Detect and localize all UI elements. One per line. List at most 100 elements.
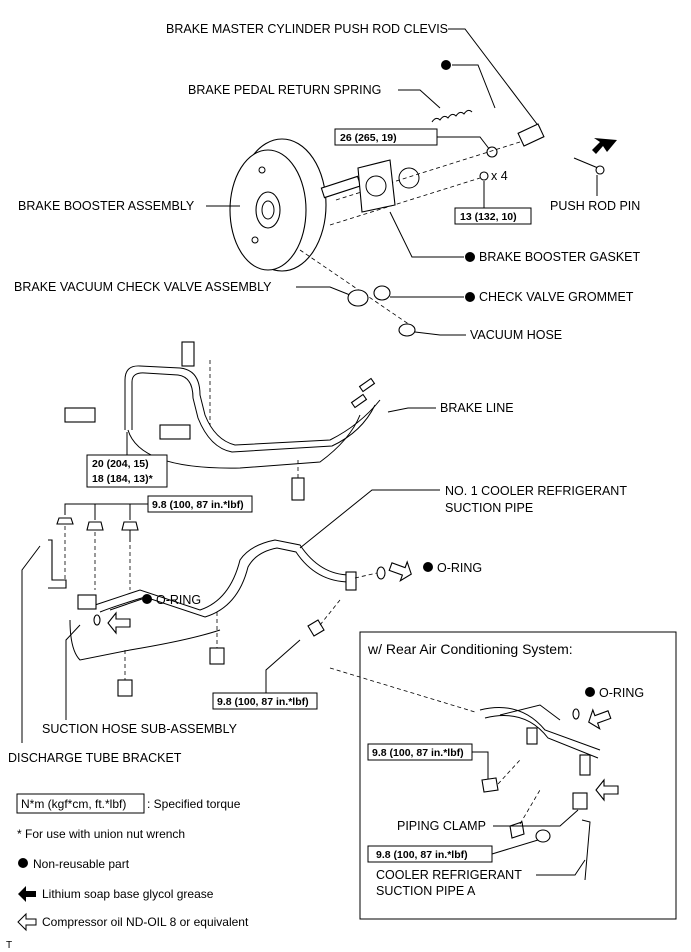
- inset-bracket-part: [526, 727, 538, 745]
- leader-98-inset-1: [472, 751, 489, 780]
- grommet-part: [373, 285, 391, 301]
- oil-arrow-icon: [595, 778, 619, 802]
- booster-center-boss: [255, 191, 281, 229]
- leader-o-ring-left: [109, 598, 143, 611]
- inset-title: w/ Rear Air Conditioning System:: [367, 641, 573, 657]
- bolt-part: [481, 777, 499, 793]
- torque-13: 13 (132, 10): [460, 211, 517, 223]
- oring-part: [376, 566, 386, 580]
- legend-grease-icon: [18, 886, 36, 902]
- legend-compressor-oil: Compressor oil ND-OIL 8 or equivalent: [42, 915, 249, 929]
- leader-discharge-bracket: [21, 545, 41, 743]
- oil-arrow-icon: [107, 611, 131, 635]
- label-vacuum-hose: VACUUM HOSE: [470, 328, 562, 342]
- leader-clevis: [448, 28, 541, 129]
- nut-part: [486, 146, 498, 158]
- leader-cooler-pipe-a: [536, 859, 586, 876]
- non-reusable-dot: [465, 292, 475, 302]
- booster-gasket-part: [357, 159, 396, 213]
- grease-arrow-icon: [592, 138, 617, 154]
- legend-torque-box: [16, 793, 145, 814]
- label-o-ring-left: O-RING: [156, 593, 201, 607]
- non-reusable-dot: [465, 252, 475, 262]
- suction-hose-part: [69, 619, 221, 661]
- booster-pushrod-part: [320, 175, 362, 199]
- torque-98-top: 9.8 (100, 87 in.*lbf): [152, 499, 244, 511]
- legend-non-reusable: Non-reusable part: [33, 857, 130, 871]
- fitting-part: [77, 594, 97, 610]
- booster-center-hole: [261, 200, 275, 220]
- oring-part: [93, 614, 101, 626]
- booster-stud-2: [251, 236, 259, 244]
- leader-piping-clamp: [493, 809, 579, 827]
- torque-box-13: [454, 207, 532, 225]
- gasket-hole: [365, 175, 387, 197]
- brake-line-2: [131, 372, 376, 453]
- label-brake-line: BRAKE LINE: [440, 401, 514, 415]
- label-cooler-suction-pipe-2: SUCTION PIPE: [445, 501, 533, 515]
- bolt-part: [121, 521, 139, 531]
- non-reusable-dot: [585, 687, 595, 697]
- non-reusable-dot: [441, 60, 451, 70]
- torque-box-20: [86, 454, 168, 488]
- torque-98-mid: 9.8 (100, 87 in.*lbf): [217, 696, 309, 708]
- bolt-dash: [497, 759, 521, 785]
- leader-torque-26: [437, 136, 491, 151]
- vacuum-hose-part: [398, 323, 416, 337]
- inset-fitting-part: [579, 754, 591, 776]
- leader-spring: [398, 89, 441, 109]
- torque-18: 18 (184, 13)*: [92, 473, 154, 485]
- inset-pipe-2: [484, 715, 599, 759]
- bolt-part: [86, 521, 104, 531]
- label-booster-assembly: BRAKE BOOSTER ASSEMBLY: [18, 199, 195, 213]
- oring-dash: [354, 572, 378, 579]
- legend-non-reusable-icon: [18, 858, 28, 868]
- leader-brake-line: [387, 407, 436, 413]
- torque-20: 20 (204, 15): [92, 458, 149, 470]
- label-cooler-suction-pipe-1: NO. 1 COOLER REFRIGERANT: [445, 484, 627, 498]
- label-push-rod-pin: PUSH ROD PIN: [550, 199, 640, 213]
- spacer-ring: [398, 167, 420, 189]
- leader-dot-top: [452, 64, 496, 109]
- label-cooler-pipe-a-1: COOLER REFRIGERANT: [376, 868, 522, 882]
- suction-pipe-1: [94, 539, 351, 611]
- brake-line-1: [124, 365, 381, 446]
- check-valve-part: [347, 289, 369, 307]
- brake-line-fitting-2: [350, 393, 368, 409]
- discharge-bracket-part: [48, 539, 67, 589]
- legend-grease: Lithium soap base glycol grease: [42, 887, 214, 901]
- leader-98-inset-2: [491, 839, 539, 855]
- label-o-ring-right: O-RING: [437, 561, 482, 575]
- piping-clamp-part: [572, 792, 588, 810]
- clamp-part: [209, 647, 225, 665]
- bolt-part: [56, 517, 74, 525]
- nut-x4-part: [479, 171, 489, 181]
- torque-98-inset-2: 9.8 (100, 87 in.*lbf): [376, 849, 468, 861]
- torque-box-98-mid: [212, 692, 318, 710]
- oil-arrow-icon: [588, 708, 612, 731]
- label-check-valve-grommet: CHECK VALVE GROMMET: [479, 290, 634, 304]
- clamp-part: [159, 424, 191, 440]
- label-pedal-return-spring: BRAKE PEDAL RETURN SPRING: [188, 83, 381, 97]
- label-o-ring-inset: O-RING: [599, 686, 644, 700]
- suction-pipe-2: [99, 547, 351, 618]
- valve-dash: [299, 249, 411, 326]
- label-x4: x 4: [491, 169, 508, 183]
- push-rod-pin-part: [573, 157, 599, 169]
- inset-pipe-3: [499, 704, 561, 721]
- leader-check-valve: [296, 286, 351, 296]
- leader-cooler-pipe: [299, 489, 440, 549]
- label-piping-clamp: PIPING CLAMP: [397, 819, 486, 833]
- clevis-part: [517, 123, 545, 147]
- oil-arrow-icon: [388, 560, 412, 583]
- label-suction-hose: SUCTION HOSE SUB-ASSEMBLY: [42, 722, 238, 736]
- non-reusable-dot: [423, 562, 433, 572]
- return-spring-part: [431, 109, 473, 123]
- bolt-dash: [319, 599, 341, 626]
- non-reusable-dot: [142, 594, 152, 604]
- corner-mark: T: [6, 940, 12, 951]
- clamp-part: [117, 679, 133, 697]
- label-discharge-bracket: DISCHARGE TUBE BRACKET: [8, 751, 182, 765]
- leader-gasket: [389, 211, 464, 258]
